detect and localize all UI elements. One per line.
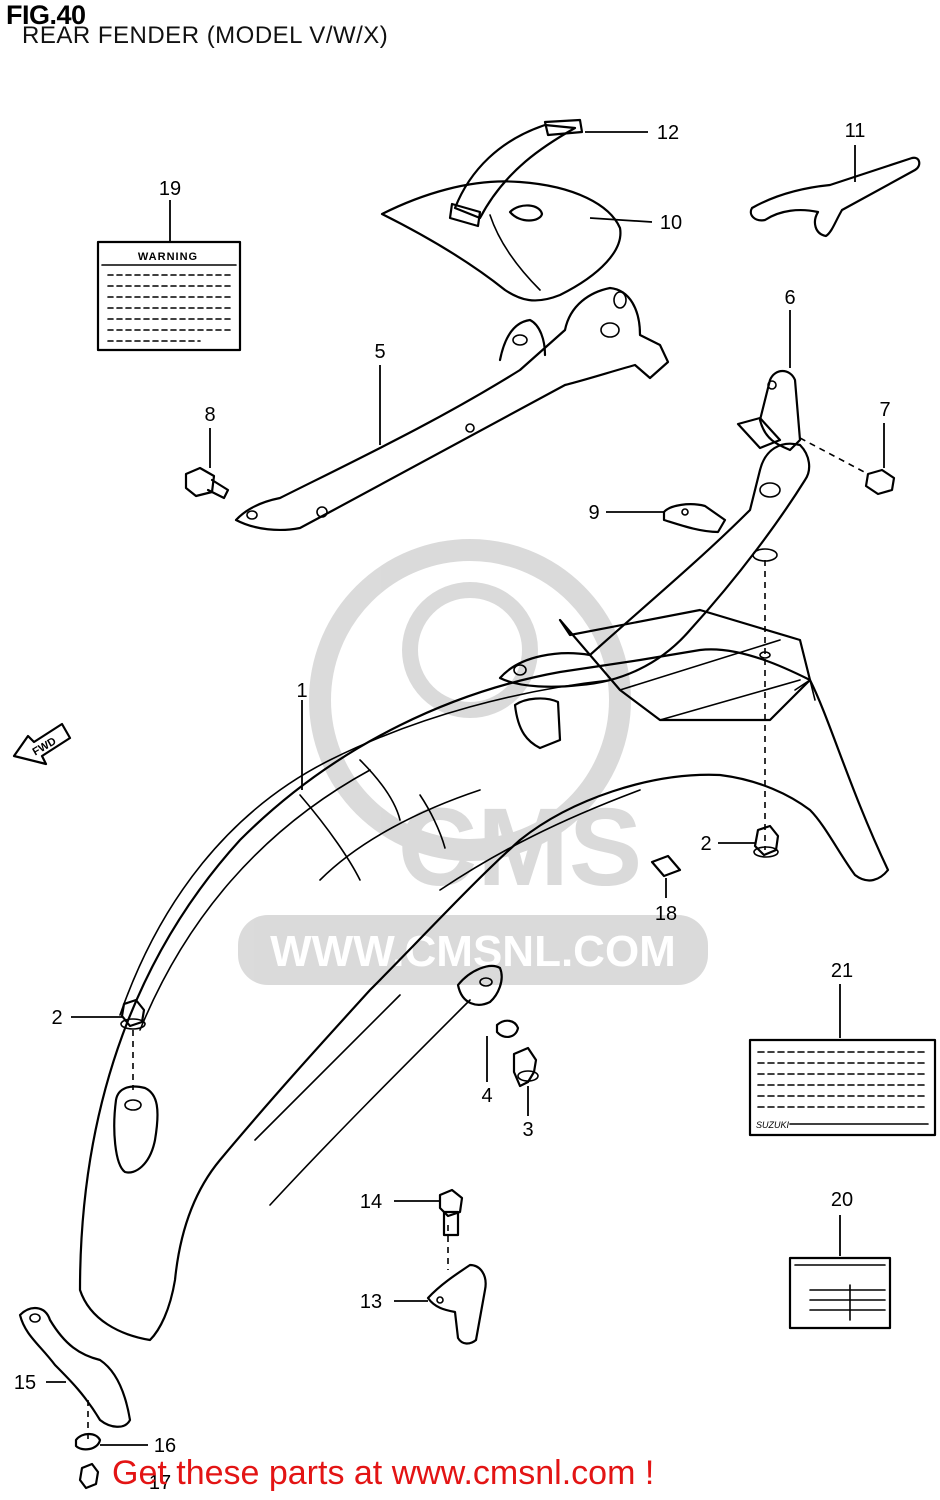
part-9-bracket[interactable]: [662, 503, 727, 534]
part-13-helmet-lock[interactable]: [426, 1263, 487, 1345]
part-8-bolt[interactable]: [184, 466, 230, 500]
watermark-logo-text: CMS: [398, 786, 642, 909]
part-2-bolt-lower[interactable]: [120, 998, 146, 1030]
callout-13: 13: [360, 1291, 382, 1313]
callout-15: 15: [14, 1372, 36, 1394]
part-6-frame-bracket[interactable]: [498, 369, 811, 688]
part-21-label[interactable]: SUZUKI: [748, 1038, 937, 1137]
figure-number: FIG.40: [6, 0, 86, 30]
callout-12: 12: [657, 122, 679, 144]
part-10-seat-pad[interactable]: [380, 180, 622, 302]
callout-17: 17: [149, 1472, 171, 1494]
callout-9: 9: [588, 502, 599, 524]
part-19-warning-label[interactable]: WARNING: [96, 240, 242, 352]
part-2-bolt-upper[interactable]: [753, 824, 780, 858]
callout-11: 11: [845, 120, 866, 142]
callout-2b: 2: [51, 1007, 62, 1029]
part-1-rear-fender[interactable]: [78, 608, 890, 1342]
callout-18: 18: [655, 903, 677, 925]
callout-20: 20: [831, 1189, 853, 1211]
footer-cta-link[interactable]: Get these parts at www.cmsnl.com !: [112, 1454, 655, 1492]
watermark-url: WWW.CMSNL.COM: [270, 927, 676, 976]
callout-4: 4: [481, 1085, 492, 1107]
figure-subtitle: REAR FENDER (MODEL V/W/X): [22, 22, 389, 49]
callout-5: 5: [374, 341, 385, 363]
callout-1: 1: [296, 680, 307, 702]
part-15-stay[interactable]: [18, 1307, 132, 1428]
part-18-pad[interactable]: [650, 854, 682, 878]
callout-10: 10: [660, 212, 682, 234]
part-11-spanner-tool[interactable]: [749, 156, 921, 238]
callout-14: 14: [360, 1191, 382, 1213]
callout-19: 19: [159, 178, 181, 200]
callout-3: 3: [522, 1119, 533, 1141]
callout-6: 6: [784, 287, 795, 309]
watermark-logo: WWW.CMSNL.COM CMS: [238, 539, 708, 985]
part-20-label[interactable]: [788, 1256, 892, 1330]
part-4-washer[interactable]: [495, 1019, 520, 1038]
callout-16: 16: [154, 1435, 176, 1457]
part-5-rear-bracket[interactable]: [234, 286, 670, 532]
part-12-strap[interactable]: [448, 118, 584, 228]
hole-upper: [759, 651, 771, 659]
callout-7: 7: [879, 399, 890, 421]
callout-2a: 2: [700, 833, 711, 855]
label-21-brand: SUZUKI: [756, 1120, 790, 1130]
part-14-bolt[interactable]: [438, 1188, 464, 1237]
washer-upper: [752, 548, 778, 562]
part-17-bolt[interactable]: [78, 1462, 100, 1490]
callout-21: 21: [831, 960, 853, 982]
callout-numbers: 1 2 2 3 4 5 6 7 8 9 10 11 12 13 14 15 16…: [14, 120, 891, 1494]
warning-label-heading: WARNING: [138, 251, 198, 263]
part-3-bolt[interactable]: [512, 1046, 539, 1088]
part-7-bolt[interactable]: [799, 437, 896, 496]
leader-lines: [46, 131, 885, 1446]
callout-8: 8: [204, 404, 215, 426]
part-16-washer[interactable]: [74, 1432, 102, 1451]
fwd-arrow-icon: FWD: [12, 722, 72, 766]
